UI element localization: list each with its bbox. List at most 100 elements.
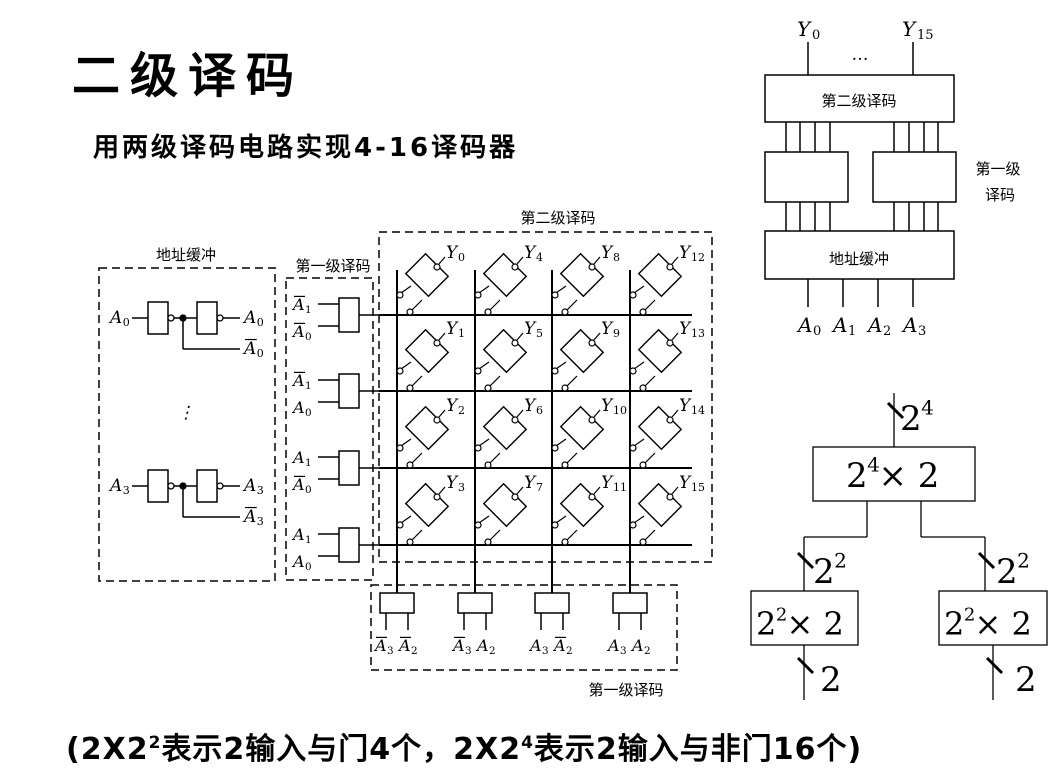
variable-subscript: 1 (305, 380, 312, 392)
output-wire (593, 486, 601, 495)
variable-subscript: 1 (305, 304, 312, 316)
buffer-ellipsis: ⋮ (178, 403, 195, 423)
gate-input-wire (478, 285, 490, 294)
output-wire (516, 332, 524, 341)
output-label: Y (679, 473, 692, 493)
variable-letter: A (108, 308, 122, 328)
variable-subscript: 3 (620, 645, 627, 657)
variable-letter: Y (797, 17, 812, 41)
inversion-bubble (216, 482, 224, 490)
gate-input-wire (411, 529, 423, 541)
input-bubble (629, 291, 637, 299)
output-bubble (511, 493, 519, 501)
input-bubble (639, 384, 647, 392)
variable-subscript: 0 (813, 324, 821, 339)
footer-note: (2X22表示2输入与门4个，2X24表示2输入与非门16个) (66, 724, 862, 768)
and-gate (338, 373, 360, 409)
output-label: Y (524, 396, 537, 416)
gate-input-wire (633, 361, 645, 370)
output-label: Y (601, 473, 614, 493)
output-bubble (433, 339, 441, 347)
input-bubble (406, 308, 414, 316)
bus-width-slash (977, 551, 996, 570)
and-gate (457, 592, 493, 614)
variable-letter: A (291, 525, 305, 544)
input-bubble (561, 308, 569, 316)
variable-letter: A (475, 636, 489, 655)
gate-input-wire (633, 285, 645, 294)
block-dots: … (852, 45, 869, 65)
variable-subscript: 1 (848, 324, 856, 339)
output-wire (671, 256, 679, 265)
variable-letter: A (606, 636, 620, 655)
input-bubble (551, 367, 559, 375)
input-bubble (629, 444, 637, 452)
left-output-bus-width: 2 (820, 660, 842, 700)
power-base: 2 × 2 (846, 456, 939, 496)
buffer-title: 地址缓冲 (156, 246, 216, 264)
variable-subscript: 0 (305, 561, 312, 573)
output-subscript: 2 (458, 404, 465, 417)
output-wire (438, 409, 446, 418)
input-bubble (551, 444, 559, 452)
bus-width-slash (796, 656, 815, 675)
variable-letter: A (242, 308, 256, 328)
input-bubble (474, 291, 482, 299)
output-bubble (433, 263, 441, 271)
input-bubble (396, 291, 404, 299)
and-gate (534, 592, 570, 614)
stage1-block-left (764, 151, 849, 203)
gate-input-wire (400, 285, 412, 294)
inversion-bubble (167, 482, 175, 490)
output-bubble (433, 493, 441, 501)
output-bubble (666, 339, 674, 347)
variable-letter: Y (902, 17, 917, 41)
variable-subscript: 3 (387, 645, 394, 657)
input-bubble (484, 308, 492, 316)
footer-open: (2X2 (66, 732, 149, 767)
gate-input-wire (644, 529, 656, 541)
variable-letter: A (291, 398, 305, 417)
gate-input-wire (478, 438, 490, 447)
and-gate (338, 527, 360, 563)
variable-letter: A (291, 552, 305, 571)
output-subscript: 10 (613, 404, 627, 417)
output-bubble (666, 493, 674, 501)
gate-input-wire (411, 452, 423, 464)
footer-part2: 表示2输入与非门16个) (533, 732, 863, 767)
output-label: Y (446, 319, 459, 339)
output-wire (593, 332, 601, 341)
output-wire (438, 486, 446, 495)
input-bubble (406, 461, 414, 469)
variable-letter: A (242, 476, 256, 496)
inversion-bubble (216, 314, 224, 322)
right-leaf-decoder-box (938, 590, 1048, 646)
gate-input-wire (633, 515, 645, 524)
root-decoder-label: 2 × 24 (846, 453, 939, 496)
gate-input-wire (644, 299, 656, 311)
output-bubble (511, 339, 519, 347)
input-bubble (639, 538, 647, 546)
variable-letter: A (451, 636, 465, 655)
power-base: 2 × 2 (944, 605, 1032, 643)
variable-subscript: 0 (123, 316, 130, 329)
gate-input-wire (644, 375, 656, 387)
input-bubble (551, 291, 559, 299)
power-base: 2 (900, 399, 922, 439)
input-bubble (484, 461, 492, 469)
output-label: Y (524, 243, 537, 263)
variable-subscript: 2 (566, 645, 573, 657)
stage2-block-label: 第二级译码 (821, 92, 896, 110)
power-base: 2 (820, 660, 842, 700)
